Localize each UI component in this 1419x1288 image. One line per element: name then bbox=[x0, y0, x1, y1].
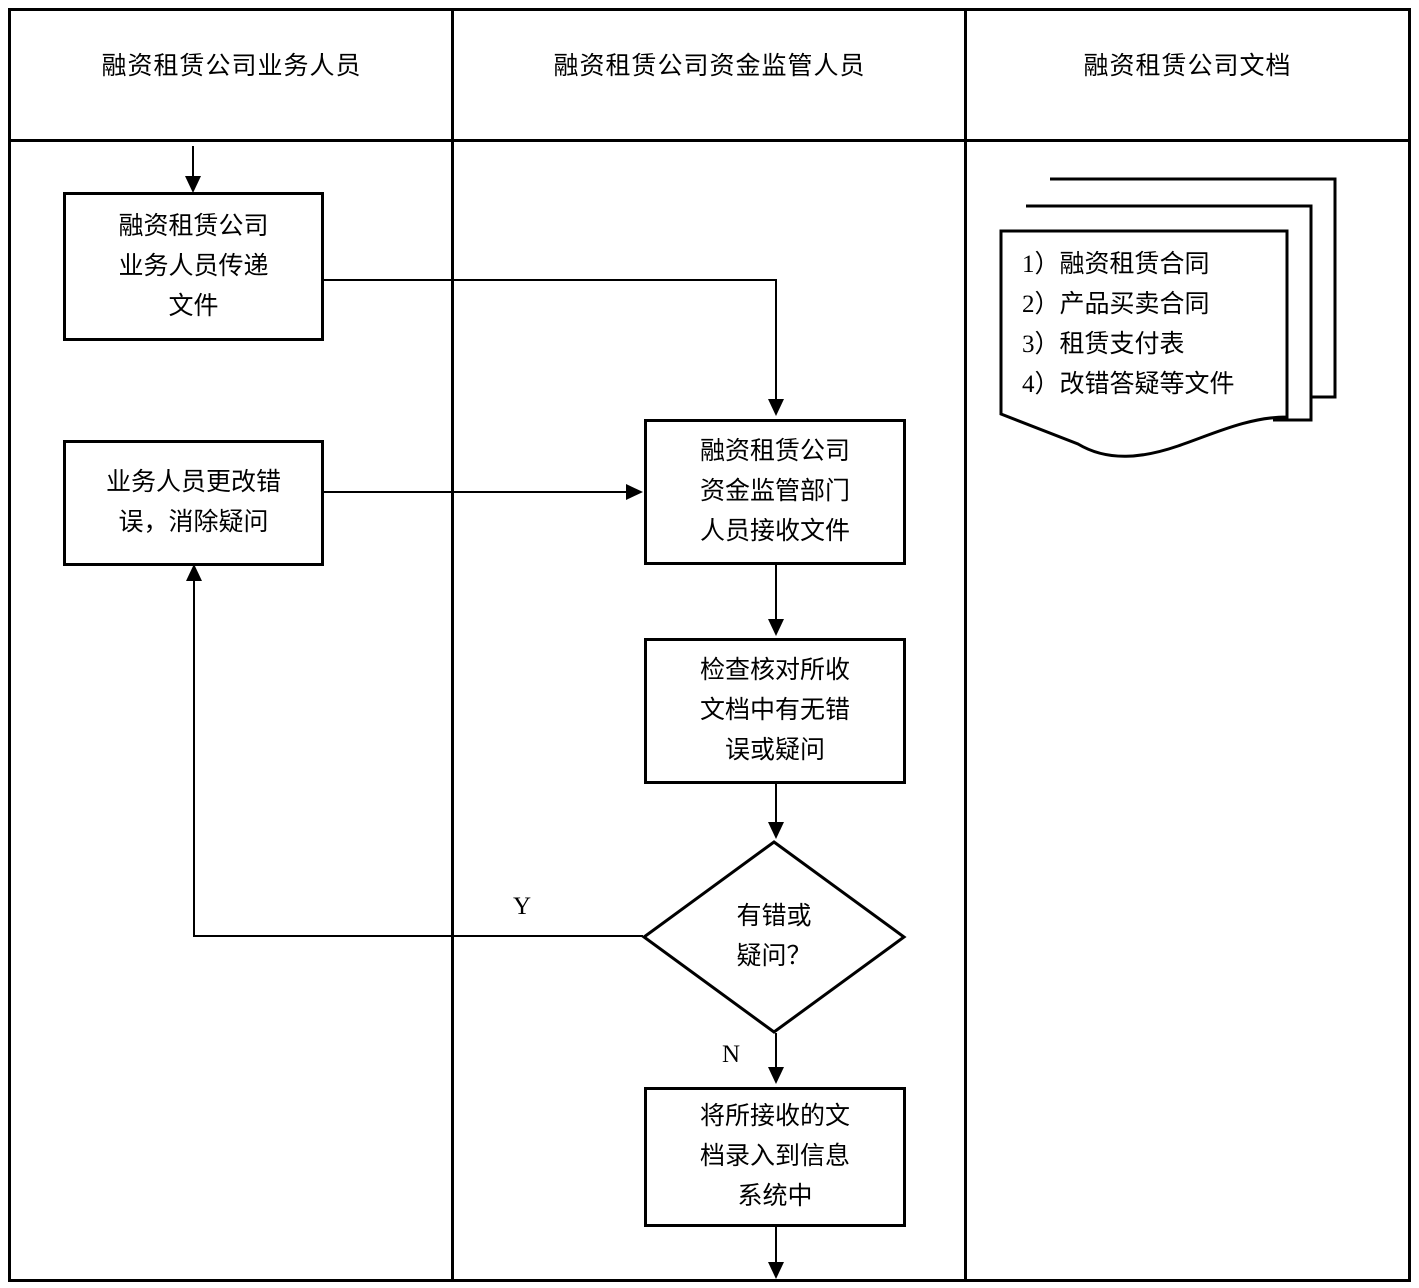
frame-right-border bbox=[1408, 8, 1411, 1282]
process-enter-into-system[interactable]: 将所接收的文 档录入到信息 系统中 bbox=[644, 1087, 906, 1227]
connector-fix-to-receive-arrowhead-icon bbox=[626, 484, 643, 500]
connector-receive-to-check-arrowhead-icon bbox=[768, 619, 784, 636]
process-fix-errors-label: 业务人员更改错 误，消除疑问 bbox=[105, 469, 281, 536]
lane-header-documents: 融资租赁公司文档 bbox=[1083, 53, 1292, 80]
document-stack-financial-lease-files[interactable]: 1）融资租赁合同 2）产品买卖合同 3）租赁支付表 4）改错答疑等文件 bbox=[998, 165, 1338, 465]
process-check-documents[interactable]: 检查核对所收 文档中有无错 误或疑问 bbox=[644, 638, 906, 784]
connector-transfer-to-receive-horizontal bbox=[324, 279, 777, 281]
exit-arrowhead-icon bbox=[768, 1262, 784, 1279]
lane-header-business-staff: 融资租赁公司业务人员 bbox=[101, 53, 362, 80]
decision-has-error-or-question-label: 有错或 疑问？ bbox=[736, 903, 812, 970]
process-receive-documents-label: 融资租赁公司 资金监管部门 人员接收文件 bbox=[699, 438, 850, 545]
frame-left-border bbox=[8, 8, 11, 1282]
connector-no-branch-arrowhead-icon bbox=[768, 1067, 784, 1084]
branch-label-yes: Y bbox=[513, 893, 532, 920]
entry-connector-line bbox=[192, 146, 194, 178]
document-stack-list: 1）融资租赁合同 2）产品买卖合同 3）租赁支付表 4）改错答疑等文件 bbox=[1022, 251, 1235, 398]
process-check-documents-label: 检查核对所收 文档中有无错 误或疑问 bbox=[699, 657, 850, 764]
decision-has-error-or-question[interactable]: 有错或 疑问？ bbox=[641, 839, 907, 1035]
lane-divider-1 bbox=[451, 8, 454, 1282]
connector-yes-branch-horizontal bbox=[193, 935, 643, 937]
connector-no-branch-line bbox=[775, 1033, 777, 1069]
connector-receive-to-check-line bbox=[775, 565, 777, 621]
lane-divider-2 bbox=[964, 8, 967, 1282]
connector-transfer-to-receive-vertical bbox=[775, 279, 777, 401]
connector-yes-branch-vertical bbox=[193, 580, 195, 937]
exit-connector-line bbox=[775, 1227, 777, 1267]
process-receive-documents[interactable]: 融资租赁公司 资金监管部门 人员接收文件 bbox=[644, 419, 906, 565]
process-transfer-documents[interactable]: 融资租赁公司 业务人员传递 文件 bbox=[63, 192, 324, 341]
process-enter-into-system-label: 将所接收的文 档录入到信息 系统中 bbox=[699, 1103, 850, 1210]
connector-yes-branch-arrowhead-icon bbox=[186, 564, 202, 581]
connector-check-to-decision-arrowhead-icon bbox=[768, 822, 784, 839]
connector-transfer-to-receive-arrowhead-icon bbox=[768, 399, 784, 416]
diamond-shape-icon bbox=[641, 840, 907, 1034]
connector-fix-to-receive-line bbox=[324, 491, 627, 493]
frame-top-border bbox=[8, 8, 1411, 11]
multi-document-shape-icon bbox=[999, 177, 1337, 458]
connector-check-to-decision-line bbox=[775, 784, 777, 824]
process-transfer-documents-label: 融资租赁公司 业务人员传递 文件 bbox=[118, 212, 269, 320]
header-separator bbox=[8, 139, 1411, 142]
branch-label-no: N bbox=[722, 1041, 741, 1068]
entry-arrowhead-icon bbox=[185, 176, 201, 193]
frame-bottom-border bbox=[8, 1279, 1411, 1282]
lane-header-fund-supervisor: 融资租赁公司资金监管人员 bbox=[553, 53, 866, 80]
process-fix-errors[interactable]: 业务人员更改错 误，消除疑问 bbox=[63, 440, 324, 566]
